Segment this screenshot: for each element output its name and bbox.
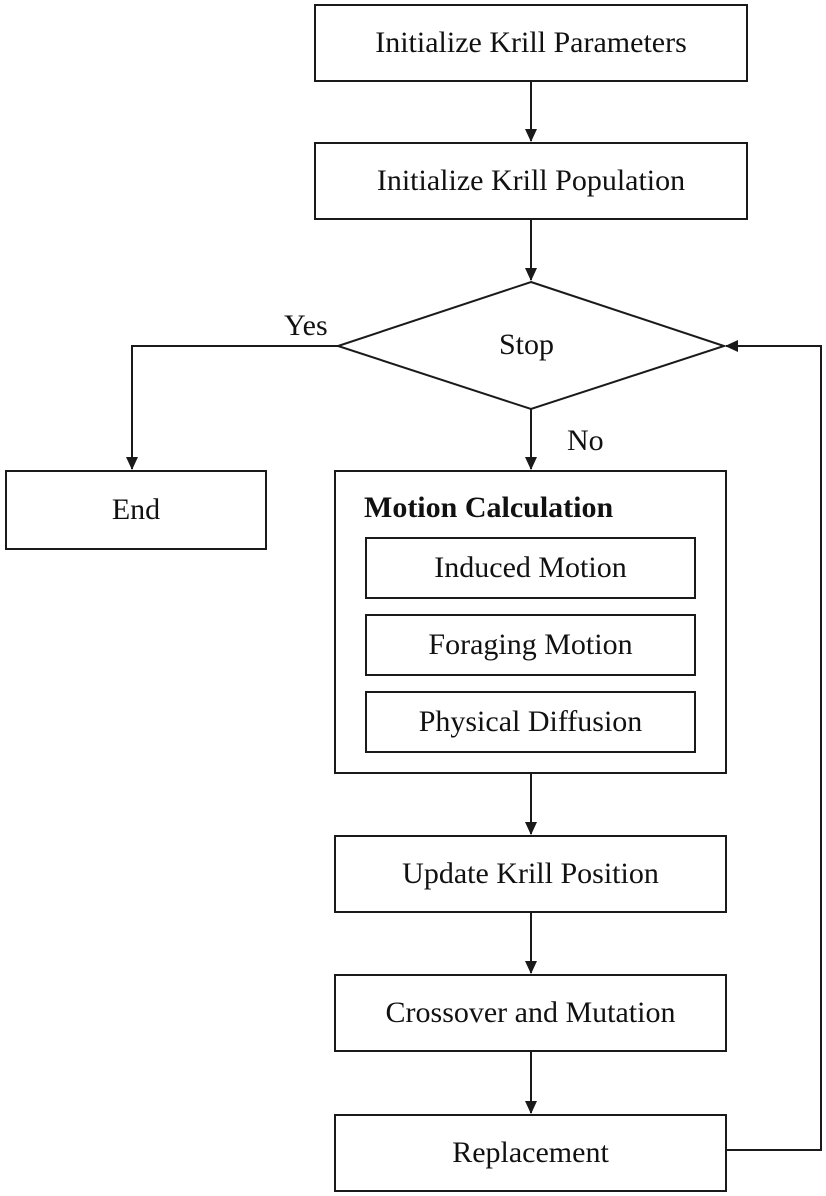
init-population-box: Initialize Krill Population — [314, 142, 748, 220]
motion-calculation-title: Motion Calculation — [364, 491, 614, 524]
foraging-motion-box: Foraging Motion — [365, 614, 696, 676]
update-position-box: Update Krill Position — [334, 835, 727, 913]
physical-diffusion-label: Physical Diffusion — [418, 705, 643, 738]
replacement-label: Replacement — [452, 1136, 609, 1169]
arrow-replacement-loop-to-stop — [725, 340, 822, 1151]
init-params-box: Initialize Krill Parameters — [314, 4, 748, 82]
replacement-box: Replacement — [334, 1114, 727, 1192]
init-population-label: Initialize Krill Population — [376, 164, 686, 197]
end-label: End — [111, 493, 161, 526]
crossover-mutation-box: Crossover and Mutation — [334, 974, 727, 1052]
end-box: End — [5, 470, 267, 550]
stop-decision-label: Stop — [499, 328, 555, 361]
arrow-stop-yes-to-end — [126, 345, 338, 470]
update-position-label: Update Krill Position — [402, 857, 659, 890]
no-edge-label: No — [567, 424, 604, 457]
physical-diffusion-box: Physical Diffusion — [365, 691, 696, 753]
crossover-mutation-label: Crossover and Mutation — [385, 996, 676, 1029]
init-params-label: Initialize Krill Parameters — [375, 26, 687, 59]
induced-motion-label: Induced Motion — [434, 551, 627, 584]
induced-motion-box: Induced Motion — [365, 537, 696, 599]
foraging-motion-label: Foraging Motion — [428, 628, 633, 661]
yes-edge-label: Yes — [284, 309, 328, 342]
motion-calculation-group — [334, 470, 727, 774]
